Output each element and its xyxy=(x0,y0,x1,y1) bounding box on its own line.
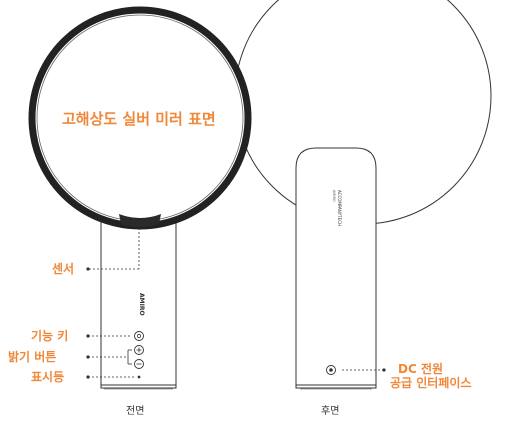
sensor-label: 센서 xyxy=(52,262,75,276)
indicator-light-icon xyxy=(137,375,141,379)
mirror-surface-label: 고해상도 실버 미러 표면 xyxy=(62,110,216,128)
function-key-icon xyxy=(134,331,144,341)
back-caption: 후면 xyxy=(321,406,340,417)
front-caption: 전면 xyxy=(126,406,145,417)
sensor-icon xyxy=(119,214,161,227)
dc-power-label: DC 전원 xyxy=(398,362,444,376)
front-view: AMIRO xyxy=(28,6,252,390)
dc-leader-dot xyxy=(382,368,386,372)
back-brand-mark: ACCOMPANYTECH xyxy=(337,190,342,226)
front-brand-mark: AMIRO xyxy=(138,293,145,316)
back-stand xyxy=(295,147,377,389)
brightness-button-label: 밝기 버튼 xyxy=(8,350,57,364)
back-brand-small: AMIRO xyxy=(332,190,336,202)
sensor-leader-dot xyxy=(86,267,90,271)
dc-interface-label: 공급 인터페이스 xyxy=(390,376,472,390)
dc-port-pin xyxy=(329,368,333,372)
back-view: AMIRO ACCOMPANYTECH xyxy=(234,0,492,390)
function-key-label: 기능 키 xyxy=(31,329,69,343)
indicator-light-label: 표시등 xyxy=(31,370,65,384)
